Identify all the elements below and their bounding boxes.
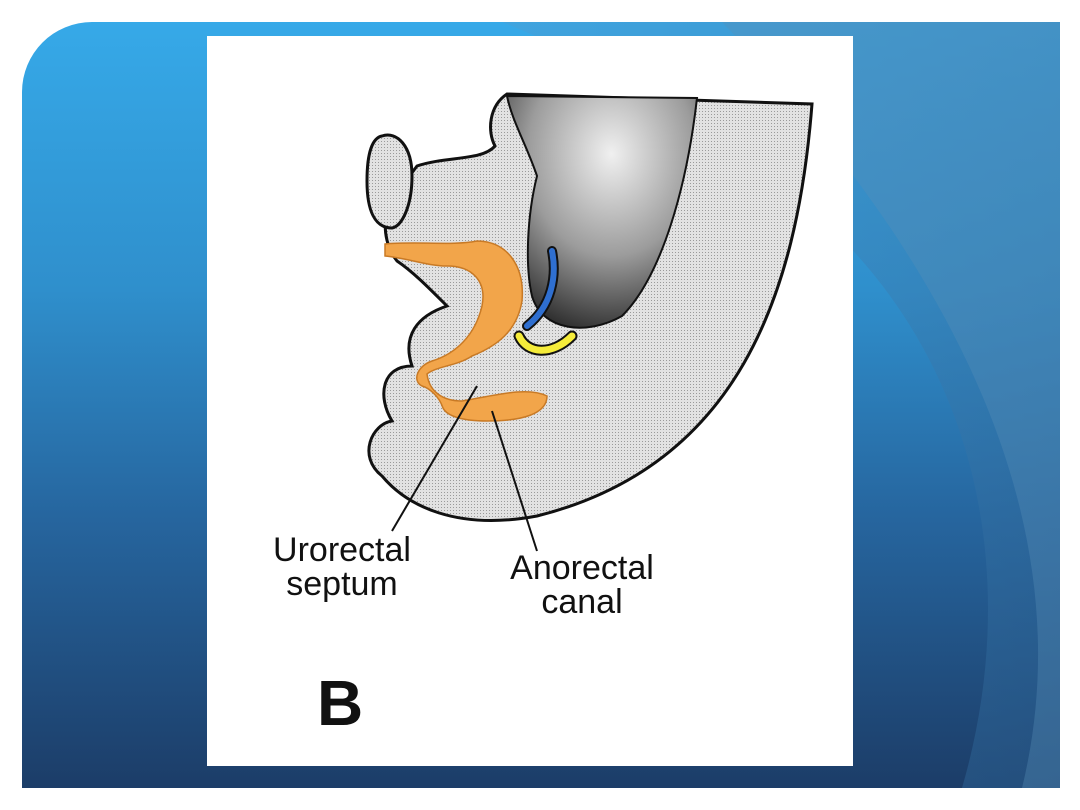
yellow-duct-fill [515,332,576,354]
panel-letter: B [317,667,364,739]
blue-duct-fill [524,248,557,329]
tube [365,133,414,230]
diagram-panel: Urorectal septum Anorectal canal B [207,36,853,766]
urorectal-septum [384,240,548,422]
urorectal-label: Urorectal septum [247,533,437,601]
anorectal-label: Anorectal canal [487,551,677,619]
hindgut-diagram [365,92,814,552]
anorectal-leader [491,410,538,552]
urorectal-leader [391,385,478,532]
urorectal-label-line2: septum [286,565,398,603]
background-swoosh [502,22,1060,788]
anorectal-label-line2: canal [541,583,623,621]
anorectal-label-line1: Anorectal [510,549,654,587]
urorectal-label-line1: Urorectal [273,531,411,569]
